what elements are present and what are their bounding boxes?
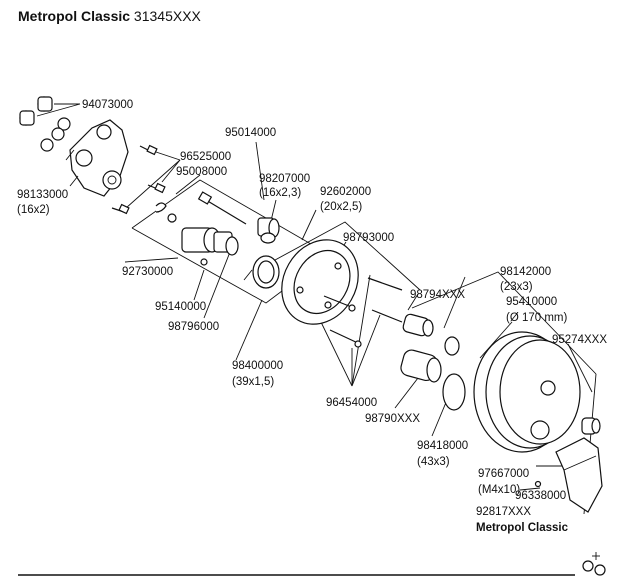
label-92730000: 92730000	[122, 266, 173, 278]
label-98418000-size: (43x3)	[417, 456, 450, 468]
handle-parts	[534, 417, 603, 513]
label-98790XXX: 98790XXX	[365, 413, 420, 425]
label-98207000: 98207000	[259, 173, 310, 185]
label-98133000: 98133000	[17, 189, 68, 201]
label-92602000-size: (20x2,5)	[320, 201, 362, 213]
label-92602000: 92602000	[320, 186, 371, 198]
label-98796000: 98796000	[168, 321, 219, 333]
label-95410000: 95410000	[506, 296, 557, 308]
cover-95274XXX	[485, 335, 581, 449]
label-98418000: 98418000	[417, 440, 468, 452]
part-labels: 94073000 98133000 (16x2) 96525000 950080…	[17, 99, 607, 534]
o-ring-98142000	[444, 336, 460, 356]
label-98793000: 98793000	[343, 232, 394, 244]
ring-plate-98793000	[281, 239, 359, 325]
label-98400000: 98400000	[232, 360, 283, 372]
sleeve-98794XXX	[402, 313, 434, 337]
valve-body	[65, 119, 129, 197]
label-94073000: 94073000	[82, 99, 133, 111]
long-screws-96454000	[323, 277, 403, 348]
label-98142000: 98142000	[500, 266, 551, 278]
screws-96525000	[111, 144, 166, 215]
title-number: 31345XXX	[133, 8, 201, 24]
spindle-95008000	[197, 191, 247, 225]
sleeve-98790XXX	[400, 349, 442, 383]
label-97667000: 97667000	[478, 468, 529, 480]
title-model: Metropol Classic	[18, 8, 131, 24]
label-96338000: 96338000	[515, 490, 566, 502]
o-rings-98133000	[40, 117, 71, 152]
element-98207000	[257, 217, 280, 244]
cartridge	[181, 227, 239, 266]
diagram-title: Metropol Classic 31345XXX	[18, 8, 201, 24]
label-96525000: 96525000	[180, 151, 231, 163]
label-92817XXX: 92817XXX	[476, 506, 531, 518]
label-98133000-size: (16x2)	[17, 204, 50, 216]
label-98794XXX: 98794XXX	[410, 289, 465, 301]
label-95014000: 95014000	[225, 127, 276, 139]
label-98207000-size: (16x2,3)	[259, 187, 301, 199]
label-97667000-size: (M4x10)	[478, 484, 520, 496]
sleeve-98796000	[243, 255, 280, 289]
tool-icon	[582, 552, 606, 576]
label-96454000: 96454000	[326, 397, 377, 409]
clip-92730000	[155, 202, 177, 223]
label-95274XXX: 95274XXX	[552, 334, 607, 346]
label-98142000-size: (23x3)	[500, 281, 533, 293]
caps-94073000	[19, 96, 53, 126]
label-98400000-size: (39x1,5)	[232, 376, 274, 388]
label-95410000-size: (Ø 170 mm)	[506, 312, 568, 324]
o-ring-98418000	[442, 373, 466, 411]
label-95140000: 95140000	[155, 301, 206, 313]
label-95008000: 95008000	[176, 166, 227, 178]
label-handle-model: Metropol Classic	[476, 522, 569, 534]
